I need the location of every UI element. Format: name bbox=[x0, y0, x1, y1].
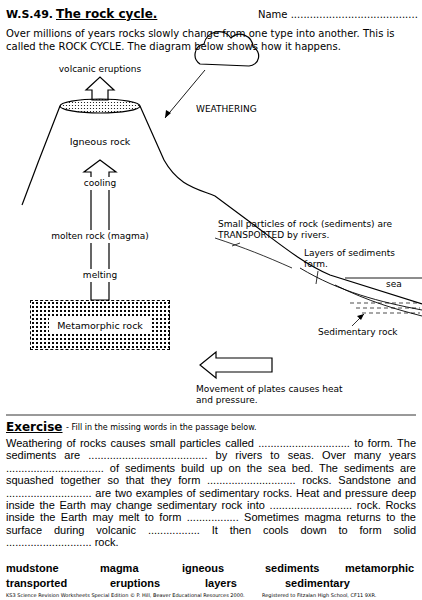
worksheet-title: The rock cycle. bbox=[56, 8, 157, 21]
hillside-line bbox=[164, 160, 422, 304]
place-label: sea bbox=[386, 279, 402, 290]
footer-text: Registered to Fitzalan High School, CF11… bbox=[262, 592, 376, 598]
instruction-text: - Fill in the missing words in the passa… bbox=[66, 423, 257, 433]
sedimentary-leader bbox=[352, 314, 364, 326]
layers-leader bbox=[316, 271, 318, 284]
stage-label: cooling bbox=[81, 177, 119, 190]
node-text: Igneous rock bbox=[35, 136, 165, 147]
intro-text: Over millions of years rocks slowly chan… bbox=[6, 27, 416, 53]
volcano: Igneous rock bbox=[35, 98, 165, 160]
rock-hatch bbox=[350, 303, 420, 313]
sediment-layer bbox=[335, 285, 422, 316]
volcano-slope bbox=[22, 160, 39, 205]
word-bank-word: sediments bbox=[265, 562, 319, 575]
word-bank-word: sedimentary bbox=[285, 577, 350, 590]
word-bank-word: igneous bbox=[182, 562, 224, 575]
word-bank-word: magma bbox=[100, 562, 139, 575]
process-note: Movement of plates causes heat and press… bbox=[196, 384, 361, 406]
volcano-slope bbox=[39, 106, 164, 160]
exercise-heading: Exercise bbox=[6, 420, 63, 434]
arrow-head bbox=[165, 110, 171, 118]
section-rule bbox=[6, 415, 416, 416]
arrow-head bbox=[357, 314, 364, 320]
word-bank-word: metamorphic bbox=[345, 562, 414, 575]
metamorphic-rock-box: Metamorphic rock bbox=[30, 300, 170, 350]
plate-movement-arrow bbox=[200, 352, 272, 378]
rock-name: Igneous rock bbox=[68, 136, 133, 147]
process-note: Small particles of rock (sediments) are … bbox=[218, 219, 398, 241]
cloze-passage: Weathering of rocks causes small particl… bbox=[6, 437, 416, 549]
word-bank-word: layers bbox=[205, 577, 237, 590]
process-label: WEATHERING bbox=[196, 104, 257, 115]
river-line bbox=[215, 238, 292, 268]
word-bank-word: eruptions bbox=[110, 577, 160, 590]
sediments-leader bbox=[232, 243, 240, 246]
stage-label: molten rock (magma) bbox=[48, 230, 152, 243]
word-bank-word: transported bbox=[6, 577, 67, 590]
stage-label: melting bbox=[80, 269, 120, 282]
volcano-body bbox=[39, 106, 164, 160]
sea-surface bbox=[345, 278, 422, 279]
eruption-arrow bbox=[86, 77, 114, 100]
footer-text: KS3 Science Revision Worksheets Special … bbox=[6, 592, 245, 598]
volcano-outline bbox=[35, 98, 165, 160]
stage-label: volcanic eruptions bbox=[59, 64, 141, 75]
process-note: Layers of sediments form. bbox=[304, 248, 399, 270]
crater bbox=[60, 99, 140, 113]
word-bank-word: mudstone bbox=[6, 562, 59, 575]
node-text: Metamorphic rock bbox=[49, 317, 151, 334]
sediment-layer bbox=[300, 268, 422, 310]
rock-label: Sedimentary rock bbox=[318, 327, 398, 338]
name-field: Name ...................................… bbox=[258, 9, 418, 21]
worksheet-number: W.S.49. bbox=[6, 8, 53, 21]
